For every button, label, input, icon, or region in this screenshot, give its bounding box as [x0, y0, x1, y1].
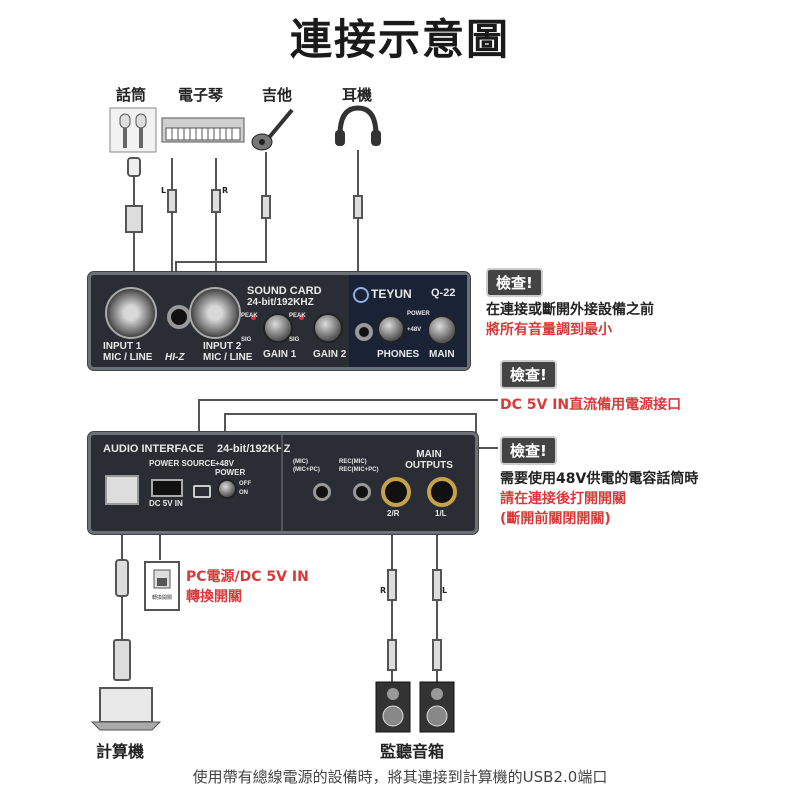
cable-label-l2: L	[442, 586, 448, 595]
cable-label-r2: R	[380, 586, 387, 595]
phones-knob[interactable]	[377, 315, 405, 343]
monitor-speakers-icon	[375, 681, 455, 733]
usb-port[interactable]	[105, 475, 139, 505]
peak2-led	[299, 315, 304, 320]
sound-card-label: SOUND CARD	[247, 285, 322, 297]
output-r-jack[interactable]	[381, 477, 411, 507]
back-panel: AUDIO INTERFACE 24-bit/192KHZ POWER SOUR…	[88, 432, 478, 534]
main-knob[interactable]	[427, 315, 457, 345]
back-divider	[281, 435, 283, 531]
gain2-label: GAIN 2	[313, 349, 347, 360]
note3-line1: 需要使用48V供電的電容話筒時	[500, 471, 699, 487]
phones-label: PHONES	[377, 349, 420, 360]
output-l-jack[interactable]	[427, 477, 457, 507]
hiz-label: HI-Z	[165, 352, 185, 363]
off-label: OFF	[239, 481, 251, 487]
peak1-label: PEAK	[241, 313, 258, 319]
phones-jack[interactable]	[355, 323, 373, 341]
label-mic: 話筒	[116, 86, 147, 104]
gain1-knob[interactable]	[263, 313, 293, 343]
sig2-label: SIG	[289, 337, 300, 343]
input1-jack[interactable]	[105, 287, 157, 339]
audio-interface-label: AUDIO INTERFACE	[103, 443, 204, 455]
output-l-label: 1/L	[435, 509, 447, 518]
front-spec-label: 24-bit/192KHZ	[247, 297, 314, 308]
switch-note-line1: PC電源/DC 5V IN	[186, 569, 309, 585]
computer-label: 計算機	[96, 742, 145, 761]
phantom-power-button[interactable]	[217, 479, 237, 499]
rec-mic-pc-label: REC(MIC+PC)	[339, 467, 379, 473]
monitors-label: 監聽音箱	[380, 742, 445, 761]
switch-note-line2: 轉換開關	[186, 589, 242, 605]
gain2-knob[interactable]	[313, 313, 343, 343]
back-plus48v-label: +48V	[215, 459, 234, 468]
model-label: Q-22	[431, 287, 456, 299]
input1-label: INPUT 1	[103, 341, 142, 352]
hiz-jack[interactable]	[167, 305, 191, 329]
dc5vin-label: DC 5V IN	[149, 499, 183, 508]
footer-note: 使用帶有總線電源的設備時，將其連接到計算機的USB2.0端口	[192, 768, 608, 786]
main-label: MAIN	[429, 349, 455, 360]
check-badge-3: 檢查!	[500, 436, 557, 465]
label-guitar: 吉他	[262, 86, 293, 104]
power-indicator-label: POWER	[407, 311, 430, 317]
mic-pc-label: (MIC+PC)	[293, 467, 320, 473]
front-panel: INPUT 1 MIC / LINE HI-Z INPUT 2 MIC / LI…	[88, 272, 470, 370]
gain1-label: GAIN 1	[263, 349, 297, 360]
label-keyboard: 電子琴	[178, 86, 224, 104]
sig1-label: SIG	[241, 337, 252, 343]
page-title: 連接示意圖	[289, 15, 510, 64]
back-spec-label: 24-bit/192KHZ	[217, 443, 291, 455]
main-outputs-label: MAIN OUTPUTS	[405, 449, 453, 471]
cable-label-r1: R	[222, 186, 229, 195]
guitar-icon	[251, 108, 294, 151]
peak1-led	[251, 315, 256, 320]
power-source-label: POWER SOURCE	[149, 459, 216, 468]
input1-sub: MIC / LINE	[103, 352, 153, 363]
input2-label: INPUT 2	[203, 341, 242, 352]
input2-jack[interactable]	[189, 287, 241, 339]
plus48v-indicator-label: +48V	[407, 327, 422, 333]
power-switch-icon	[144, 561, 180, 611]
check-badge-2: 檢查!	[500, 360, 557, 389]
computer-icon	[90, 687, 162, 731]
power-source-switch[interactable]	[151, 479, 183, 497]
input2-sub: MIC / LINE	[203, 352, 253, 363]
note1-line2: 將所有音量調到最小	[486, 322, 612, 338]
rec-mic-label: REC(MIC)	[339, 459, 367, 465]
switch-icon-caption: 轉換開關	[151, 595, 172, 601]
check-badge-1: 檢查!	[486, 268, 543, 297]
back-power-label: POWER	[215, 468, 246, 477]
mic-only-label: (MIC)	[293, 459, 308, 465]
note3-line2: 請在連接後打開開關	[500, 491, 626, 507]
mic-icon	[109, 107, 157, 153]
brand-label: TEYUN	[371, 287, 412, 301]
on-label: ON	[239, 490, 248, 496]
keyboard-icon	[161, 117, 245, 143]
peak2-label: PEAK	[289, 313, 306, 319]
output-r-label: 2/R	[387, 509, 400, 518]
headphones-icon	[335, 105, 381, 146]
rec-jack-1[interactable]	[313, 483, 331, 501]
brand-logo-icon	[353, 287, 369, 303]
cable-label-l1: L	[161, 186, 167, 195]
note3-line3: (斷開前關閉開關)	[500, 511, 611, 527]
note1-line1: 在連接或斷開外接設備之前	[486, 302, 654, 318]
note2-line1: DC 5V IN直流備用電源接口	[500, 397, 682, 413]
dc-port[interactable]	[193, 485, 211, 498]
rec-jack-2[interactable]	[353, 483, 371, 501]
label-headphones: 耳機	[342, 86, 373, 104]
